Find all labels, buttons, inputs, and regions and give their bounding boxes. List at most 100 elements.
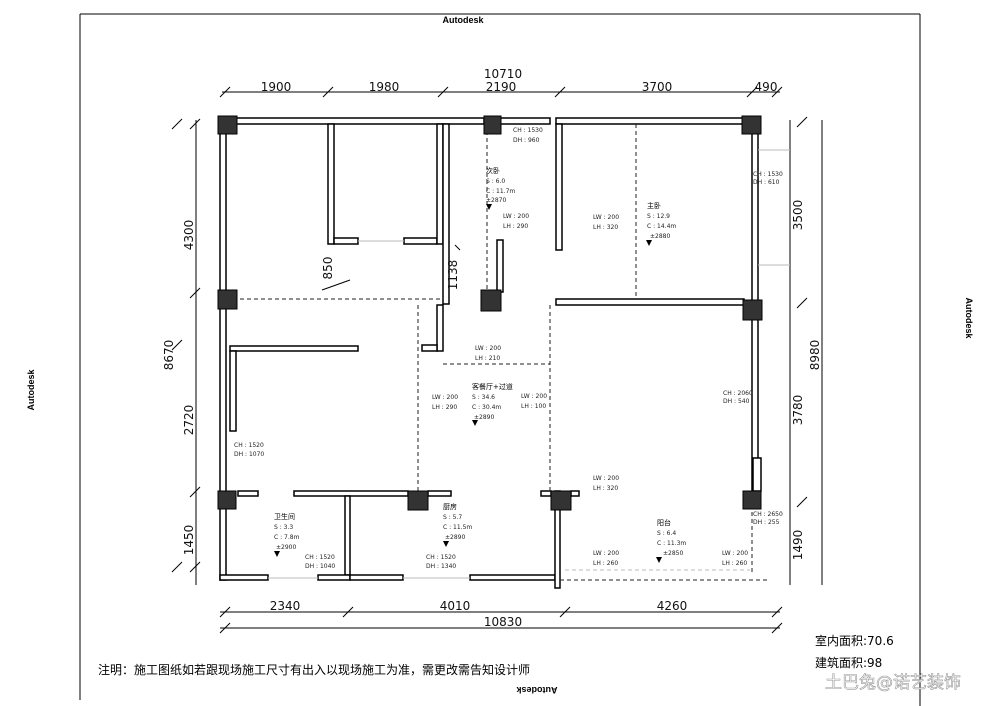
balcony-dh: DH : 540 <box>723 398 750 405</box>
balcony-height: ±2850 <box>663 550 683 557</box>
dim-top-total: 10710 <box>484 67 522 81</box>
dim-top-5: 490 <box>755 80 778 94</box>
living-lw3: LW : 200 <box>475 345 501 352</box>
dim-left-1: 4300 <box>182 220 196 251</box>
living-lh3: LH : 210 <box>475 355 500 362</box>
dim-left-2: 2720 <box>182 405 196 436</box>
living-lw2: LW : 200 <box>521 393 547 400</box>
living-dh: DH : 1070 <box>234 451 264 458</box>
second-bedroom-lh: LH : 290 <box>503 223 528 230</box>
balcony-lw: LW : 200 <box>593 550 619 557</box>
room-bathroom: 卫生间 S : 3.3 C : 7.8m ±2900 CH : 1520 DH … <box>274 512 335 570</box>
second-bedroom-name: 次卧 <box>486 166 500 175</box>
top-dimension-line: 10710 1900 1980 2190 3700 490 <box>219 67 783 98</box>
dim-top-3: 2190 <box>486 80 517 94</box>
kitchen-ch: CH : 1520 <box>426 554 456 561</box>
living-lh2: LH : 100 <box>521 403 546 410</box>
bottom-dimension-line: 2340 4010 4260 10830 <box>219 599 783 634</box>
living-lw: LW : 200 <box>432 394 458 401</box>
brand-right: Autodesk <box>964 297 974 339</box>
kitchen-perimeter: C : 11.5m <box>443 524 472 531</box>
indoor-area: 室内面积:70.6 <box>815 633 894 648</box>
dim-left-total: 8670 <box>162 340 176 371</box>
master-bedroom-height: ±2880 <box>650 233 670 240</box>
dim-right-total: 8980 <box>808 340 822 371</box>
left-dimension-line: 4300 8670 2720 1450 <box>162 118 201 585</box>
bathroom-perimeter: C : 7.8m <box>274 534 300 541</box>
dim-bottom-total: 10830 <box>484 615 522 629</box>
room-second-bedroom: CH : 1530 DH : 960 次卧 S : 6.0 C : 11.7m … <box>486 127 543 230</box>
second-bedroom-height: ±2870 <box>486 197 506 204</box>
dim-right-1: 3500 <box>791 200 805 231</box>
second-bedroom-lw: LW : 200 <box>503 213 529 220</box>
master-bedroom-lw: LW : 200 <box>593 214 619 221</box>
living-perimeter: C : 30.4m <box>472 404 501 411</box>
room-living-dining: LW : 200 LH : 210 客餐厅+过道 S : 34.6 C : 30… <box>234 345 547 458</box>
structural-columns <box>217 115 763 511</box>
balcony-ch2: CH : 2650 <box>753 511 783 518</box>
bathroom-dh: DH : 1040 <box>305 563 335 570</box>
dim-top-4: 3700 <box>642 80 673 94</box>
master-bedroom-ch: CH : 1530 <box>753 171 783 178</box>
dim-top-2: 1980 <box>369 80 400 94</box>
watermark: 土巴兔@诺艺装饰 <box>825 673 961 693</box>
balcony-name: 阳台 <box>657 518 671 527</box>
balcony-lh: LH : 260 <box>593 560 618 567</box>
second-bedroom-dh: DH : 960 <box>513 137 540 144</box>
drawing-frame <box>79 13 921 706</box>
balcony-lw2: LW : 200 <box>722 550 748 557</box>
balcony-lh3: LH : 320 <box>593 485 618 492</box>
dashed-boundaries <box>226 124 770 581</box>
dim-inner-850: 850 <box>321 257 335 280</box>
dim-left-3: 1450 <box>182 525 196 556</box>
master-bedroom-perimeter: C : 14.4m <box>647 223 676 230</box>
building-area: 建筑面积:98 <box>815 655 882 670</box>
master-bedroom-dh: DH : 610 <box>753 179 780 186</box>
dim-right-2: 3780 <box>791 395 805 426</box>
brand-bottom: Autodesk <box>516 685 558 695</box>
bathroom-area: S : 3.3 <box>274 524 293 531</box>
living-lh: LH : 290 <box>432 404 457 411</box>
dim-top-1: 1900 <box>261 80 292 94</box>
kitchen-area: S : 5.7 <box>443 514 462 521</box>
living-area: S : 34.6 <box>472 394 495 401</box>
balcony-lh2: LH : 260 <box>722 560 747 567</box>
kitchen-dh: DH : 1340 <box>426 563 456 570</box>
second-bedroom-perimeter: C : 11.7m <box>486 188 515 195</box>
living-height: ±2890 <box>474 414 494 421</box>
master-bedroom-name: 主卧 <box>647 201 661 210</box>
bathroom-name: 卫生间 <box>274 512 295 521</box>
master-bedroom-area: S : 12.9 <box>647 213 670 220</box>
bathroom-height: ±2900 <box>276 544 296 551</box>
kitchen-name: 厨房 <box>443 502 457 511</box>
balcony-ch: CH : 2060 <box>723 390 753 397</box>
construction-note: 注明：施工图纸如若跟现场施工尺寸有出入以现场施工为准，需更改需告知设计师 <box>98 662 530 677</box>
level-marker-icon <box>646 240 652 246</box>
level-marker-icon <box>443 541 449 547</box>
bathroom-ch: CH : 1520 <box>305 554 335 561</box>
balcony-perimeter: C : 11.3m <box>657 540 686 547</box>
dim-bottom-1: 2340 <box>270 599 301 613</box>
balcony-area: S : 6.4 <box>657 530 676 537</box>
room-master-bedroom: LW : 200 LH : 320 主卧 S : 12.9 C : 14.4m … <box>593 171 783 246</box>
level-marker-icon <box>486 204 492 210</box>
brand-top: Autodesk <box>442 15 484 25</box>
level-marker-icon <box>656 557 662 563</box>
level-marker-icon <box>472 420 478 426</box>
dim-inner-1138: 1138 <box>446 260 460 291</box>
dim-bottom-2: 4010 <box>440 599 471 613</box>
room-balcony: CH : 2060 DH : 540 LW : 200 LH : 320 CH … <box>593 390 783 567</box>
kitchen-height: ±2890 <box>445 534 465 541</box>
master-bedroom-lh: LH : 320 <box>593 224 618 231</box>
second-bedroom-area: S : 6.0 <box>486 178 505 185</box>
balcony-dh2: DH : 255 <box>753 519 780 526</box>
living-name: 客餐厅+过道 <box>472 382 513 391</box>
dim-right-3: 1490 <box>791 530 805 561</box>
level-marker-icon <box>274 551 280 557</box>
living-ch: CH : 1520 <box>234 442 264 449</box>
dim-bottom-3: 4260 <box>657 599 688 613</box>
right-dimension-line: 3500 8980 3780 1490 <box>789 116 823 585</box>
room-kitchen: 厨房 S : 5.7 C : 11.5m ±2890 CH : 1520 DH … <box>426 502 472 570</box>
